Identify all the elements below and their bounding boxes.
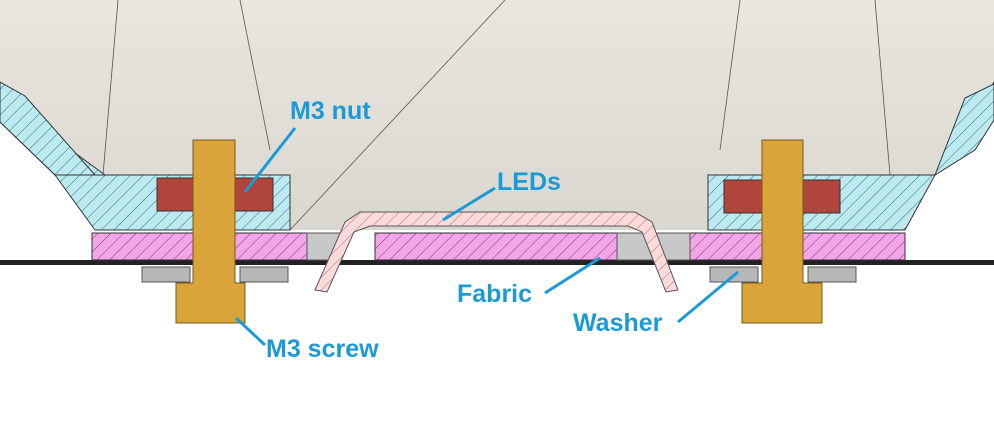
label-washer: Washer [573, 309, 663, 337]
led-strip [314, 211, 679, 293]
screws [175, 139, 823, 324]
reflector-facet-lines [102, 0, 891, 231]
reflector-cavity [0, 0, 994, 230]
fabric-line [0, 260, 994, 265]
label-fabric: Fabric [457, 280, 532, 308]
label-m3-screw: M3 screw [266, 335, 379, 363]
label-leds: LEDs [497, 168, 561, 196]
leader-lines [234, 127, 739, 347]
label-m3-nut: M3 nut [290, 97, 371, 125]
